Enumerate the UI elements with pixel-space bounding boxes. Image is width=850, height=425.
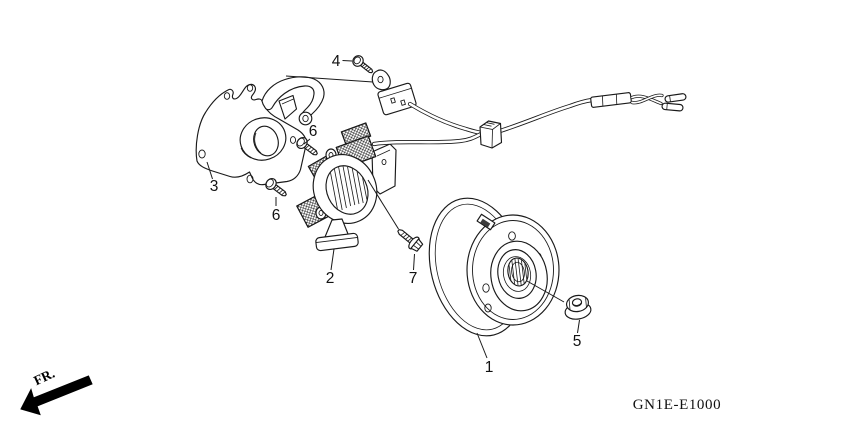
bolt-7 <box>397 229 424 252</box>
leader-line-6a <box>303 138 311 145</box>
plate-bracket-arm <box>261 76 325 122</box>
leader-line-1 <box>476 332 488 359</box>
leader-line-5 <box>577 319 580 334</box>
flywheel-keyway <box>476 213 496 231</box>
flywheel-rotor <box>428 197 560 337</box>
flywheel-hole <box>508 231 516 241</box>
bullet-terminal <box>661 102 684 112</box>
harness-sleeve <box>590 92 632 108</box>
callout-6a: 6 <box>309 123 318 140</box>
callout-4: 4 <box>332 53 341 70</box>
callout-6b: 6 <box>272 207 281 224</box>
callout-5: 5 <box>573 333 582 350</box>
plate-hole <box>246 174 254 184</box>
plate-hole <box>246 84 254 92</box>
leader-line-3 <box>206 161 213 180</box>
plate-tab <box>278 94 298 120</box>
callout-1: 1 <box>485 359 494 376</box>
flywheel-hole <box>482 283 490 293</box>
bolt-4 <box>352 55 374 74</box>
bolt-7-axis-line <box>367 179 399 230</box>
flywheel-shaft-splines <box>507 257 529 287</box>
screw-6b <box>265 177 287 197</box>
leader-line-4 <box>342 60 353 62</box>
front-direction-arrow-icon <box>20 375 93 416</box>
flange-nut-5 <box>564 294 592 320</box>
leader-line-2 <box>330 248 335 271</box>
callout-7: 7 <box>409 270 418 287</box>
screw-6a <box>296 136 318 156</box>
plate-hole <box>198 149 206 159</box>
mounting-plate <box>195 76 325 186</box>
callout-2: 2 <box>326 270 335 287</box>
pickup-leader-line <box>285 75 374 83</box>
wire-harness <box>371 92 687 149</box>
callout-3: 3 <box>210 178 219 195</box>
leader-line-7 <box>413 253 415 271</box>
diagram-code: GN1E-E1000 <box>633 397 722 413</box>
leader-line-5-shaft <box>526 280 565 303</box>
pulse-pickup <box>371 69 417 116</box>
front-direction-label: FR. <box>31 366 57 389</box>
plate-hole <box>223 92 231 100</box>
bullet-terminal <box>664 93 687 103</box>
flywheel-hole <box>484 303 492 313</box>
plate-hole <box>289 136 297 144</box>
harness-connector <box>479 120 503 149</box>
